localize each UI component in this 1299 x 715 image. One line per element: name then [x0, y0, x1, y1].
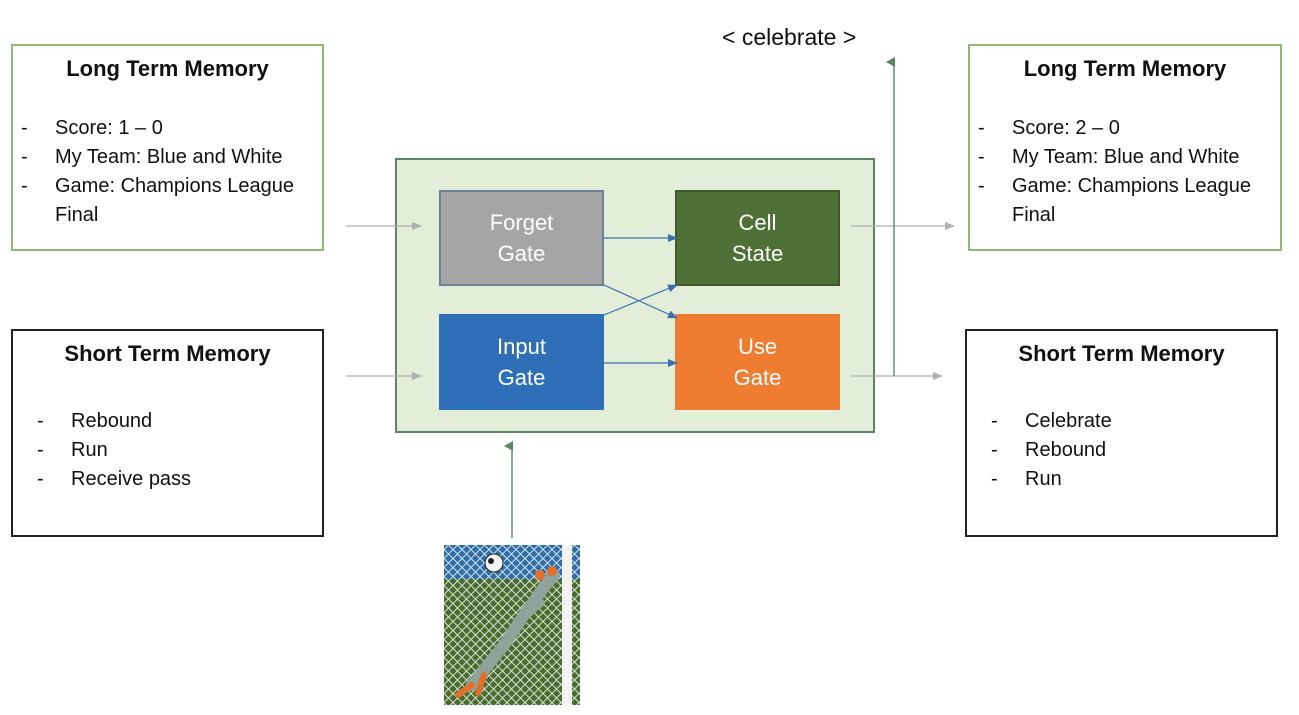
- list-item: -Game: Champions League: [978, 175, 1252, 197]
- list-item: -Run: [991, 468, 1062, 490]
- left-short-term-memory-title: Short Term Memory: [64, 341, 271, 366]
- right-long-term-memory-box: Long Term Memory -Score: 2 – 0 -My Team:…: [968, 44, 1282, 251]
- list-item: -Game: Champions League: [21, 175, 295, 197]
- input-to-cell-arrow: [603, 284, 678, 316]
- list-item: -Rebound: [991, 439, 1107, 461]
- list-item: Final: [55, 204, 99, 226]
- list-item: -Rebound: [37, 410, 153, 432]
- right-short-term-memory-list: -Celebrate -Rebound -Run: [991, 407, 1112, 494]
- left-short-term-memory-list: -Rebound -Run -Receive pass: [37, 407, 191, 494]
- list-item: -Score: 1 – 0: [21, 117, 163, 139]
- right-long-term-memory-title: Long Term Memory: [1023, 56, 1227, 81]
- right-short-term-memory-box: Short Term Memory -Celebrate -Rebound -R…: [965, 329, 1278, 537]
- left-long-term-memory-list: -Score: 1 – 0 -My Team: Blue and White -…: [21, 114, 294, 230]
- celebrate-output-label: < celebrate >: [722, 24, 857, 50]
- left-short-term-memory-box: Short Term Memory -Rebound -Run -Receive…: [11, 329, 324, 537]
- list-item: -My Team: Blue and White: [978, 146, 1240, 168]
- list-item: -Celebrate: [991, 410, 1112, 432]
- left-long-term-memory-box: Long Term Memory -Score: 1 – 0 -My Team:…: [11, 44, 324, 251]
- list-item: -My Team: Blue and White: [21, 146, 283, 168]
- list-item: -Score: 2 – 0: [978, 117, 1120, 139]
- right-long-term-memory-list: -Score: 2 – 0 -My Team: Blue and White -…: [978, 114, 1251, 230]
- list-item: Final: [1012, 204, 1056, 226]
- forget-to-use-arrow: [603, 284, 678, 319]
- list-item: -Run: [37, 439, 108, 461]
- goalkeeper-photo: [444, 545, 580, 705]
- left-long-term-memory-title: Long Term Memory: [66, 56, 269, 81]
- list-item: -Receive pass: [37, 468, 192, 490]
- right-short-term-memory-title: Short Term Memory: [1018, 341, 1225, 366]
